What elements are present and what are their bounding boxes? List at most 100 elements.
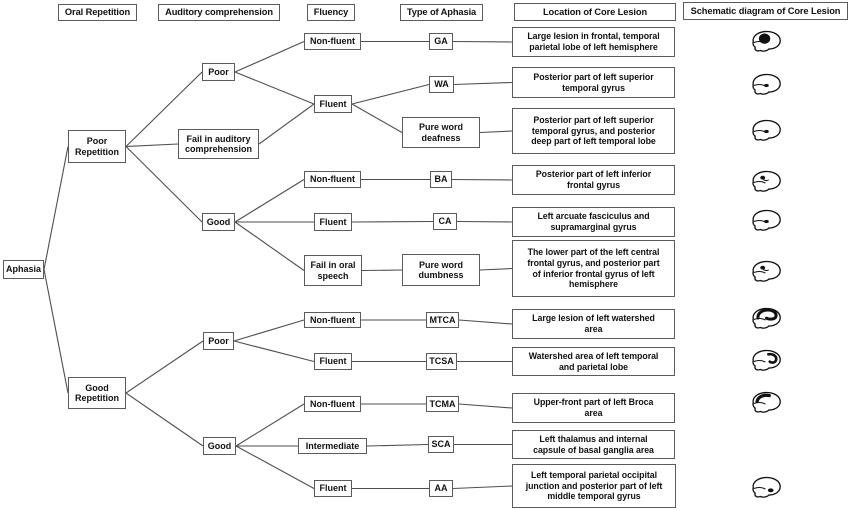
connector-line-aud-good-upper--non-fluent-2 — [234, 179, 305, 223]
brain-outline — [752, 260, 781, 282]
brain-schematic-icon-aa — [752, 476, 781, 498]
connector-line-type-wa--loc-wa — [453, 81, 513, 86]
connector-line-fluent-1--type-pure-word-deafness — [351, 103, 403, 133]
node-type-sca: SCA — [428, 436, 454, 453]
brain-schematic-icon-ga — [752, 30, 781, 52]
node-fail-auditory-comprehension: Fail in auditory comprehension — [178, 129, 259, 159]
node-fluent-4: Fluent — [314, 480, 352, 497]
node-poor-repetition: Poor Repetition — [68, 130, 126, 163]
node-type-wa: WA — [429, 76, 454, 93]
connector-line-type-ga--loc-ga — [452, 40, 513, 43]
connector-line-type-ca--loc-ca — [456, 220, 513, 223]
node-fluent-2: Fluent — [314, 213, 352, 231]
node-type-mtca: MTCA — [426, 312, 459, 328]
node-loc-aa: Left temporal parietal occipital junctio… — [512, 464, 676, 508]
node-non-fluent-2: Non-fluent — [304, 171, 361, 188]
connector-line-type-pure-word-dumbness--loc-pure-word-dumbness — [479, 267, 513, 271]
connector-line-aud-poor-upper--non-fluent-1 — [234, 40, 305, 73]
node-intermediate: Intermediate — [298, 438, 367, 454]
node-aud-poor-upper: Poor — [202, 63, 235, 81]
connector-line-type-ba--loc-ba — [451, 178, 513, 181]
connector-line-aphasia--poor-repetition — [43, 146, 69, 270]
node-loc-tcma: Upper-front part of left Broca area — [512, 393, 675, 423]
brain-outline — [752, 170, 781, 192]
column-header-location-of-core-lesion: Location of Core Lesion — [514, 3, 676, 21]
lesion-mark-small-blob-center — [764, 219, 769, 224]
column-header-type-of-aphasia: Type of Aphasia — [400, 4, 483, 21]
node-loc-pure-word-deafness: Posterior part of left superior temporal… — [512, 108, 675, 154]
lesion-mark-small-blob-center — [764, 129, 769, 134]
connector-line-aud-poor-lower--fluent-3 — [233, 340, 315, 363]
connector-line-aud-good-upper--fail-oral-speech — [234, 221, 305, 271]
column-header-schematic-diagram-of-core-lesion: Schematic diagram of Core Lesion — [683, 2, 848, 20]
lesion-mark-small-blob-front-upper — [760, 265, 766, 270]
node-loc-ba: Posterior part of left inferior frontal … — [512, 165, 675, 195]
node-loc-mtca: Large lesion of left watershed area — [512, 309, 675, 339]
node-aud-poor-lower: Poor — [203, 332, 234, 350]
lesion-mark-small-blob-posterior-lower — [767, 488, 774, 493]
connector-line-type-mtca--loc-mtca — [458, 319, 513, 325]
node-loc-ga: Large lesion in frontal, temporal pariet… — [512, 27, 675, 57]
connector-line-fail-oral-speech--type-pure-word-dumbness — [361, 269, 403, 272]
node-type-ca: CA — [433, 213, 457, 230]
connector-line-type-tcma--loc-tcma — [458, 403, 513, 409]
lateral-sulcus-line — [753, 360, 766, 363]
node-type-aa: AA — [429, 480, 453, 497]
node-fail-oral-speech: Fail in oral speech — [304, 255, 362, 286]
node-type-tcma: TCMA — [426, 396, 459, 412]
brain-schematic-icon-tcsa — [752, 349, 781, 371]
brain-schematic-icon-ba — [752, 170, 781, 192]
node-fluent-3: Fluent — [314, 353, 352, 370]
connector-line-intermediate--type-sca — [366, 443, 429, 447]
lesion-mark-crescent-posterior — [767, 352, 778, 364]
connector-line-fluent-2--type-ca — [351, 220, 434, 223]
column-header-oral-repetition: Oral Repetition — [58, 4, 137, 21]
lesion-mark-crescent-front-upper — [755, 393, 771, 404]
node-loc-pure-word-dumbness: The lower part of the left central front… — [512, 240, 675, 297]
connector-line-poor-repetition--fail-auditory-comprehension — [125, 143, 179, 148]
brain-schematic-icon-ca — [752, 209, 781, 231]
node-loc-tcsa: Watershed area of left temporal and pari… — [512, 347, 675, 376]
brain-schematic-icon-pure-word-dumbness — [752, 260, 781, 282]
brain-schematic-icon-tcma — [752, 391, 781, 413]
node-aud-good-upper: Good — [202, 213, 235, 231]
node-loc-sca: Left thalamus and internal capsule of ba… — [512, 430, 675, 459]
lateral-sulcus-line — [753, 487, 766, 490]
connector-line-aud-poor-upper--fluent-1 — [234, 71, 315, 105]
lateral-sulcus-line — [753, 402, 766, 405]
node-good-repetition: Good Repetition — [68, 377, 126, 409]
node-non-fluent-1: Non-fluent — [304, 33, 361, 50]
lesion-mark-crescent-large — [756, 308, 778, 321]
connector-line-aud-good-lower--fluent-4 — [235, 445, 315, 489]
lateral-sulcus-line — [753, 318, 766, 321]
connector-line-type-pure-word-deafness--loc-pure-word-deafness — [479, 130, 513, 134]
node-fluent-1: Fluent — [314, 95, 352, 113]
connector-line-fluent-1--type-wa — [351, 83, 430, 105]
node-type-pure-word-deafness: Pure word deafness — [402, 117, 480, 148]
lesion-mark-large-blob-center — [758, 33, 771, 44]
connector-line-poor-repetition--aud-poor-upper — [125, 71, 203, 147]
node-type-pure-word-dumbness: Pure word dumbness — [402, 254, 480, 286]
brain-outline — [752, 476, 781, 498]
connector-line-poor-repetition--aud-good-upper — [125, 146, 203, 223]
brain-schematic-icon-wa — [752, 73, 781, 95]
lateral-sulcus-line — [753, 271, 766, 274]
connector-line-aud-poor-lower--non-fluent-3 — [233, 319, 305, 342]
lesion-mark-small-blob-front-upper — [760, 175, 766, 180]
brain-schematic-icon-mtca — [752, 307, 781, 329]
connector-line-aud-good-lower--non-fluent-4 — [235, 403, 305, 447]
node-aphasia: Aphasia — [3, 260, 44, 279]
node-loc-ca: Left arcuate fasciculus and supramargina… — [512, 207, 675, 237]
connector-line-good-repetition--aud-poor-lower — [125, 340, 204, 394]
connector-line-aphasia--good-repetition — [43, 269, 69, 394]
node-type-ba: BA — [430, 171, 452, 188]
node-type-ga: GA — [429, 33, 453, 50]
column-header-auditory-comprehension: Auditory comprehension — [158, 4, 280, 21]
node-aud-good-lower: Good — [203, 437, 236, 455]
node-type-tcsa: TCSA — [426, 353, 457, 370]
lesion-mark-small-blob-center — [764, 83, 769, 88]
column-header-fluency: Fluency — [307, 4, 355, 21]
connector-line-good-repetition--aud-good-lower — [125, 392, 204, 447]
connector-line-type-aa--loc-aa — [452, 485, 513, 490]
